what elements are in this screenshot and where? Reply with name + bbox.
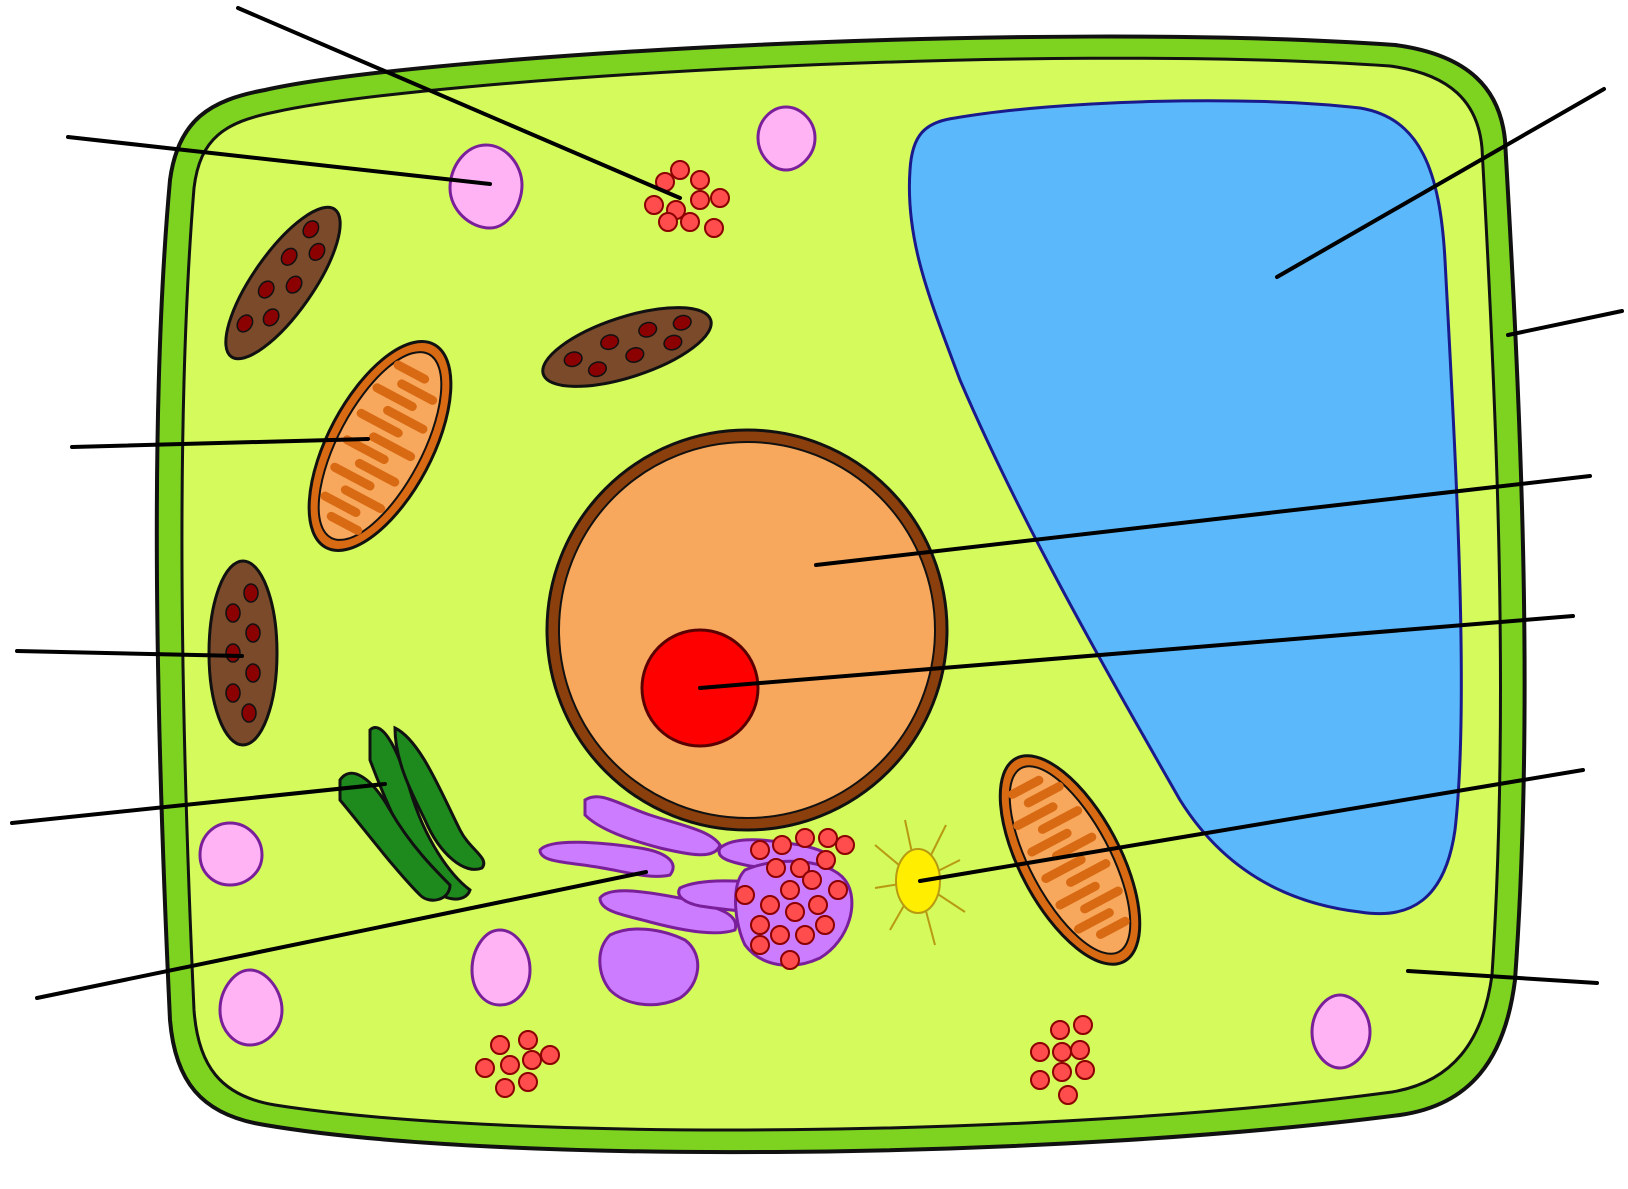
leader-line [1508, 311, 1622, 335]
ribosome [771, 926, 789, 944]
ribosome [711, 189, 729, 207]
chloroplast [209, 561, 277, 745]
ribosome [1074, 1016, 1092, 1034]
ribosome [519, 1031, 537, 1049]
vesicle [200, 823, 262, 885]
ribosome [491, 1036, 509, 1054]
ribosome [829, 881, 847, 899]
vesicle [450, 145, 522, 228]
ribosome [786, 903, 804, 921]
ribosome [803, 871, 821, 889]
ribosome [691, 191, 709, 209]
ribosome [819, 829, 837, 847]
ribosome [541, 1046, 559, 1064]
ribosome [496, 1079, 514, 1097]
ribosome [816, 916, 834, 934]
ribosome [751, 841, 769, 859]
ribosome [751, 936, 769, 954]
ribosome [659, 213, 677, 231]
ribosome [1031, 1071, 1049, 1089]
ribosome [501, 1056, 519, 1074]
ribosome [836, 836, 854, 854]
ribosome [523, 1051, 541, 1069]
ribosome [519, 1073, 537, 1091]
vesicle [1312, 995, 1370, 1068]
ribosome [796, 926, 814, 944]
ribosome [691, 171, 709, 189]
ribosome [1031, 1043, 1049, 1061]
ribosome [1053, 1043, 1071, 1061]
ribosome [809, 896, 827, 914]
ribosome [773, 836, 791, 854]
ribosome [1076, 1061, 1094, 1079]
ribosome [817, 851, 835, 869]
ribosome [645, 196, 663, 214]
vesicle [758, 107, 815, 170]
nucleus [547, 430, 947, 830]
ribosome [476, 1059, 494, 1077]
ribosome [705, 219, 723, 237]
vesicle [220, 970, 282, 1045]
ribosome [1051, 1021, 1069, 1039]
vesicle [472, 930, 530, 1005]
ribosome [751, 916, 769, 934]
ribosome [781, 951, 799, 969]
ribosome [781, 881, 799, 899]
ribosome [767, 859, 785, 877]
ribosome [761, 896, 779, 914]
ribosome [796, 829, 814, 847]
ribosome [681, 213, 699, 231]
ribosome [671, 161, 689, 179]
ribosome [736, 886, 754, 904]
ribosome [1071, 1041, 1089, 1059]
ribosome [1053, 1063, 1071, 1081]
nucleoplasm [559, 442, 935, 818]
ribosome [1059, 1086, 1077, 1104]
